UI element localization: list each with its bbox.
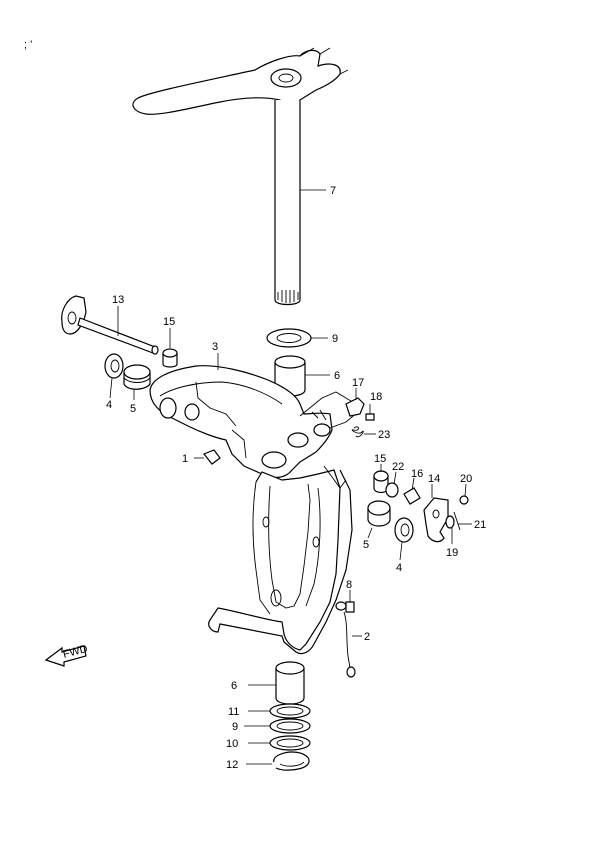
right-bushing	[367, 500, 391, 539]
callout-10: 10	[226, 738, 238, 750]
clip	[194, 449, 221, 465]
spring	[351, 426, 376, 438]
left-cap	[162, 328, 178, 368]
ring-11	[248, 703, 311, 719]
tilt-lock-plate	[423, 484, 449, 543]
lower-bushing	[248, 661, 305, 705]
callout-5-right: 5	[363, 539, 369, 551]
callout-7: 7	[330, 185, 336, 197]
bolt-8	[345, 590, 355, 613]
pin-21	[453, 511, 472, 531]
lower-washer	[244, 718, 311, 734]
callout-9-lower: 9	[232, 721, 238, 733]
callout-9-upper: 9	[332, 333, 338, 345]
ground-wire	[335, 601, 362, 678]
callout-19: 19	[446, 547, 458, 559]
callout-2: 2	[364, 631, 370, 643]
callout-15-left: 15	[163, 316, 175, 328]
steering-arm-shaft	[132, 47, 349, 306]
right-washer	[394, 517, 414, 561]
callout-4-left: 4	[106, 399, 112, 411]
lever-16	[403, 477, 421, 505]
snap-ring-12	[246, 751, 310, 771]
callout-14: 14	[428, 473, 440, 485]
left-washer	[104, 353, 124, 399]
small-bracket	[345, 388, 365, 417]
right-cap	[373, 464, 389, 494]
callout-21: 21	[474, 519, 486, 531]
callout-17: 17	[352, 377, 364, 389]
callout-18: 18	[370, 391, 382, 403]
tilt-rod	[61, 295, 159, 355]
callout-4-right: 4	[396, 562, 402, 574]
corner-mark: ; '	[24, 39, 32, 51]
callout-16: 16	[411, 468, 423, 480]
callout-20: 20	[460, 473, 472, 485]
callout-5-left: 5	[130, 403, 136, 415]
forward-arrow-icon	[44, 645, 87, 667]
upper-washer	[266, 328, 328, 348]
callout-6-upper: 6	[334, 370, 340, 382]
bolt-18	[365, 404, 375, 421]
nut-20	[459, 483, 469, 505]
callout-15-right: 15	[374, 453, 386, 465]
callout-11: 11	[228, 706, 239, 718]
callout-8: 8	[346, 579, 352, 591]
washer-19	[445, 515, 455, 544]
callout-13: 13	[112, 294, 124, 306]
callout-22: 22	[392, 461, 404, 473]
left-bushing	[123, 364, 151, 400]
clamp-bracket	[208, 469, 353, 655]
callout-12: 12	[226, 759, 238, 771]
collar-22	[385, 471, 399, 498]
callout-1: 1	[182, 453, 188, 465]
washer-10	[248, 735, 311, 751]
callout-3: 3	[212, 341, 218, 353]
callout-23: 23	[378, 429, 390, 441]
swivel-bracket	[149, 353, 333, 479]
callout-6-lower: 6	[231, 680, 237, 692]
